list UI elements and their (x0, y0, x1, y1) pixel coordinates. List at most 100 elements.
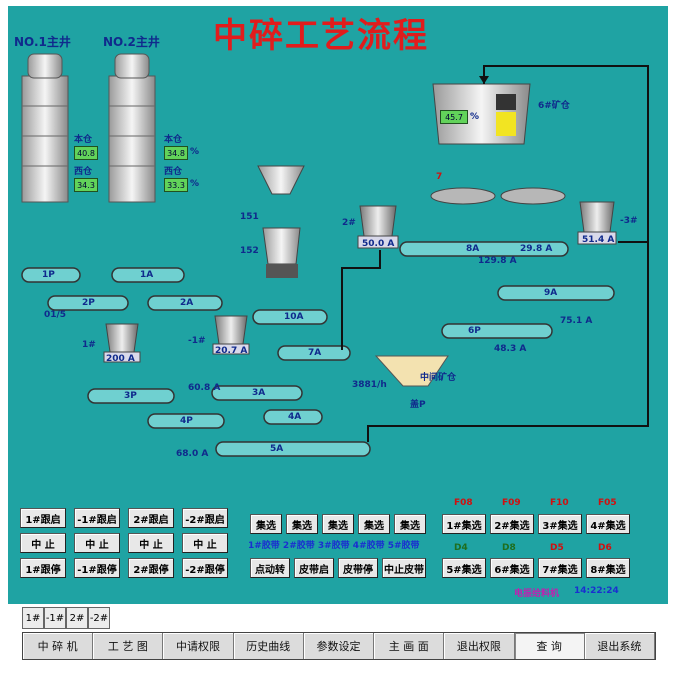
reading-6: 129.8 A (478, 256, 517, 266)
btn-m1-stop[interactable]: 中 止 (74, 533, 120, 553)
crusher-2-value: 50.0 A (362, 239, 395, 249)
nav-exit-permission[interactable]: 退出权限 (444, 633, 515, 659)
shaft-1-label: NO.1主井 (14, 35, 71, 49)
reading-1: 75.1 A (560, 316, 593, 326)
shaft-2-ben-value: 34.8 (164, 146, 188, 160)
btn-m1-follow-stop[interactable]: -1#跟停 (74, 558, 120, 578)
bin-label: 6#矿仓 (538, 101, 570, 111)
tag-f05: F05 (598, 498, 617, 508)
nav-main[interactable]: 主 画 面 (374, 633, 445, 659)
tab-m1[interactable]: -1# (44, 607, 66, 629)
conveyor-8A: 8A (466, 244, 480, 254)
tag-f09: F09 (502, 498, 521, 508)
btn-feeder-4[interactable]: 4#集选 (586, 514, 630, 534)
nav-history[interactable]: 历史曲线 (233, 633, 304, 659)
flow-drawing (21, 53, 649, 457)
mid-bin-tag: 盖P (410, 400, 426, 410)
arrow-head (479, 76, 489, 84)
reading-4: 60.8 A (188, 383, 221, 393)
ore-bin-6 (432, 83, 531, 145)
conveyor-belts (21, 241, 615, 457)
btn-belt-stop[interactable]: 皮带停 (338, 558, 378, 578)
btn-gather-1[interactable]: 集选 (250, 514, 282, 534)
btn-2-stop[interactable]: 中 止 (128, 533, 174, 553)
btn-2-follow-stop[interactable]: 2#跟停 (128, 558, 174, 578)
tag-f08: F08 (454, 498, 473, 508)
btn-feeder-2[interactable]: 2#集选 (490, 514, 534, 534)
btn-feeder-5[interactable]: 5#集选 (442, 558, 486, 578)
btn-m2-follow-stop[interactable]: -2#跟停 (182, 558, 228, 578)
tag-d6: D6 (598, 543, 612, 553)
gather-reading: 01/5 (44, 310, 67, 320)
crusher-m1-shape (212, 315, 250, 355)
btn-jog[interactable]: 点动转 (250, 558, 290, 578)
btn-m2-stop[interactable]: 中 止 (182, 533, 228, 553)
btn-gather-4[interactable]: 集选 (358, 514, 390, 534)
tag-d4: D4 (454, 543, 468, 553)
mid-bin-rate: 3881/h (352, 380, 387, 390)
btn-1-follow-stop[interactable]: 1#跟停 (20, 558, 66, 578)
feeder-152 (262, 227, 301, 278)
btn-feeder-6[interactable]: 6#集选 (490, 558, 534, 578)
nav-crusher[interactable]: 中 碎 机 (23, 633, 94, 659)
btn-1-follow-start[interactable]: 1#跟启 (20, 508, 66, 528)
bin-value: 45.7 (440, 110, 468, 124)
btn-1-stop[interactable]: 中 止 (20, 533, 66, 553)
crusher-m1-value: 20.7 A (215, 346, 248, 356)
screen-right (500, 187, 566, 205)
nav-process[interactable]: 工 艺 图 (93, 633, 164, 659)
conveyor-2P: 2P (82, 298, 95, 308)
process-diagram: 中碎工艺流程 NO.1主井 NO.2主井 本仓 40.8 西仓 34.3 本仓 … (8, 6, 668, 604)
btn-m2-follow-start[interactable]: -2#跟启 (182, 508, 228, 528)
shaft-2-xi-unit: % (190, 179, 200, 189)
btn-belt-start[interactable]: 皮带启 (294, 558, 334, 578)
shaft-2-ben-label: 本仓 (164, 135, 183, 145)
reading-2: 48.3 A (494, 344, 527, 354)
num-7: 7 (436, 172, 443, 182)
btn-feeder-7[interactable]: 7#集选 (538, 558, 582, 578)
conveyor-10A: 10A (284, 312, 304, 322)
feeder-note: 电振给料机 (514, 589, 560, 599)
btn-belt-abort[interactable]: 中止皮带 (382, 558, 426, 578)
nav-exit-system[interactable]: 退出系统 (584, 633, 655, 659)
shaft-2-xi-value: 33.3 (164, 178, 188, 192)
btn-feeder-8[interactable]: 8#集选 (586, 558, 630, 578)
conveyor-7A: 7A (308, 348, 322, 358)
belt-note: 1#胶带 2#胶带 3#胶带 4#胶带 5#胶带 (248, 541, 420, 551)
shaft-1-xi-label: 西仓 (74, 167, 93, 177)
shaft-2-label: NO.2主井 (103, 35, 160, 49)
conveyor-1A: 1A (140, 270, 154, 280)
crusher-m3-label: -3# (620, 216, 638, 226)
nav-request-permission[interactable]: 中请权限 (163, 633, 234, 659)
reading-5: 68.0 A (176, 449, 209, 459)
crusher-2-shape (357, 205, 399, 249)
shaft-2-ben-unit: % (190, 147, 200, 157)
btn-gather-5[interactable]: 集选 (394, 514, 426, 534)
tab-m2[interactable]: -2# (88, 607, 110, 629)
page-title: 中碎工艺流程 (213, 16, 429, 56)
shaft-1-xi-value: 34.3 (74, 178, 98, 192)
tag-f10: F10 (550, 498, 569, 508)
nav-query[interactable]: 查 询 (514, 633, 585, 659)
nav-settings[interactable]: 参数设定 (303, 633, 375, 659)
btn-feeder-1[interactable]: 1#集选 (442, 514, 486, 534)
crusher-m3-value: 51.4 A (582, 235, 615, 245)
bottom-nav: 中 碎 机 工 艺 图 中请权限 历史曲线 参数设定 主 画 面 退出权限 查 … (22, 632, 656, 660)
num-151: 151 (240, 212, 259, 222)
conveyor-6P: 6P (468, 326, 481, 336)
btn-m1-follow-start[interactable]: -1#跟启 (74, 508, 120, 528)
bin-unit: % (470, 112, 480, 122)
btn-gather-3[interactable]: 集选 (322, 514, 354, 534)
btn-2-follow-start[interactable]: 2#跟启 (128, 508, 174, 528)
crusher-1-label: 1# (82, 340, 96, 350)
mid-bin-shape (374, 355, 449, 387)
conveyor-4P: 4P (180, 416, 193, 426)
flow-lines (341, 65, 649, 442)
shaft-1-ben-label: 本仓 (74, 135, 93, 145)
mid-bin-label: 中间矿仓 (420, 373, 457, 383)
btn-gather-2[interactable]: 集选 (286, 514, 318, 534)
btn-feeder-3[interactable]: 3#集选 (538, 514, 582, 534)
shaft-silo-2 (108, 53, 156, 203)
tab-2[interactable]: 2# (66, 607, 88, 629)
tab-1[interactable]: 1# (22, 607, 44, 629)
